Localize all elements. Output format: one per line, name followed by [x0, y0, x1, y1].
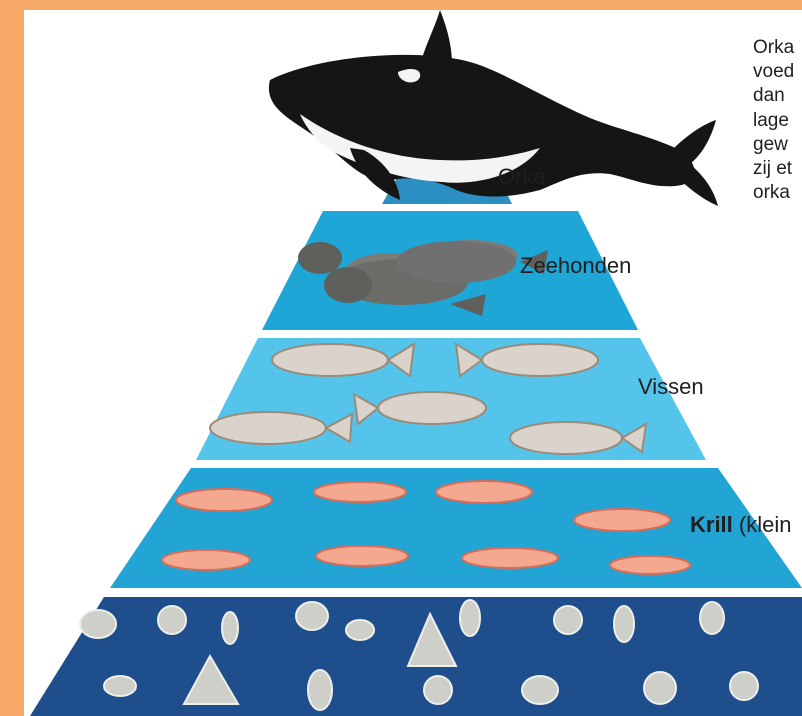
- level-label-orka: Orka: [498, 164, 546, 190]
- level-label-vissen: Vissen: [638, 374, 704, 400]
- description-line: gew: [753, 133, 802, 157]
- description-text: Orka voed dan lage gew zij et orka: [753, 36, 802, 205]
- description-line: voed: [753, 60, 802, 84]
- level-label-krill: Krill (klein: [690, 512, 792, 538]
- description-line: zij et: [753, 157, 802, 181]
- level-label-zeehonden: Zeehonden: [520, 253, 631, 279]
- orca-illustration: [269, 10, 718, 206]
- description-line: Orka: [753, 36, 802, 60]
- description-line: lage: [753, 109, 802, 133]
- description-line: dan: [753, 84, 802, 108]
- description-line: orka: [753, 181, 802, 205]
